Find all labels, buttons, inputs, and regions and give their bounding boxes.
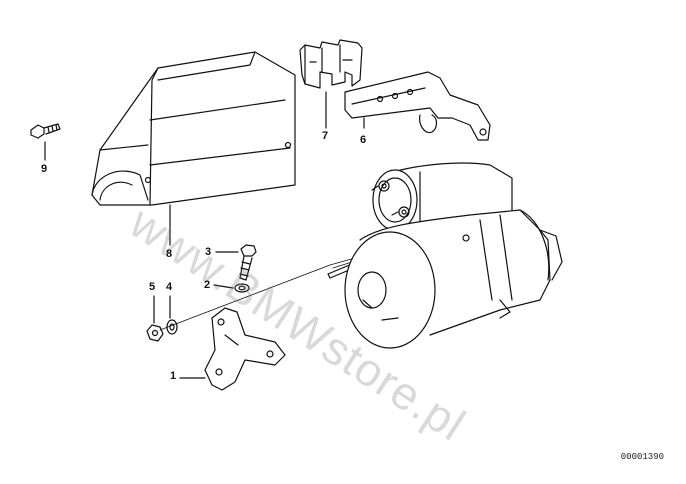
document-number: 00001390 <box>620 452 664 462</box>
callout-2: 2 <box>204 279 211 291</box>
starter-motor <box>344 162 563 349</box>
callout-8: 8 <box>166 248 173 260</box>
callout-1: 1 <box>170 370 177 382</box>
bolt-part-9 <box>30 123 61 161</box>
callout-7: 7 <box>322 130 329 142</box>
bracket-part-6 <box>344 71 491 141</box>
washer-part-4 <box>166 295 178 335</box>
screw-part-3 <box>215 244 257 281</box>
callout-3: 3 <box>205 246 212 258</box>
washer-part-2 <box>213 283 250 293</box>
mount-bracket-part-1 <box>179 307 286 391</box>
nut-part-5 <box>146 295 164 342</box>
cover-part-8 <box>91 51 296 246</box>
callout-6: 6 <box>360 134 367 146</box>
callout-4: 4 <box>166 281 173 293</box>
callout-9: 9 <box>41 163 48 175</box>
clip-part-7 <box>299 39 363 129</box>
callout-5: 5 <box>149 281 156 293</box>
